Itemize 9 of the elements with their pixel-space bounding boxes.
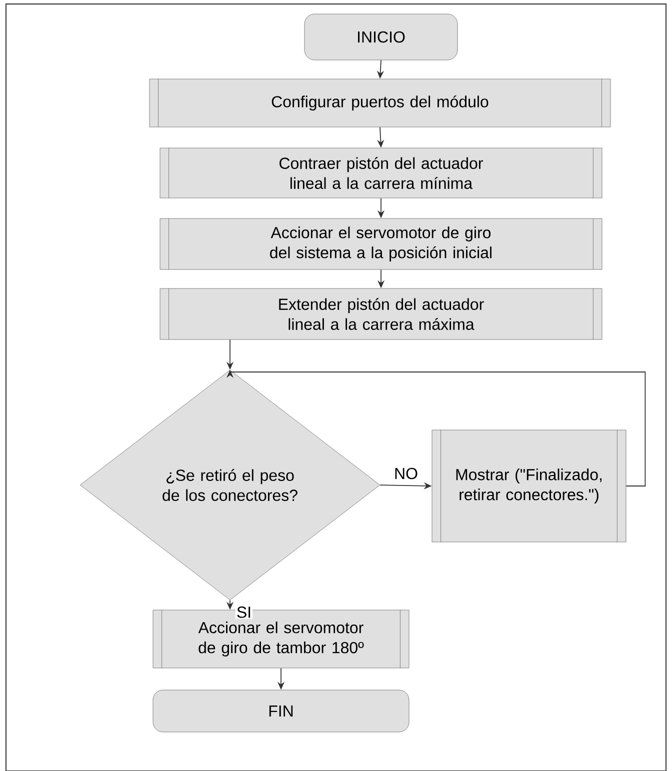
edge-label: NO [393, 466, 419, 480]
process-box: Extender pistón del actuador lineal a la carrera máxima [160, 288, 602, 340]
process-box: Mostrar ("Finalizado, retirar conectores.") [432, 430, 626, 542]
process-box: Accionar el servomotor de giro del sistema a la posición inicial [160, 218, 602, 270]
terminal-box: FIN [152, 690, 410, 732]
process-box: Contraer pistón del actuador lineal a la carrera mínima [160, 148, 602, 198]
terminal-box: INICIO [304, 14, 458, 60]
edge-label: SI [235, 606, 253, 619]
process-box: Configurar puertos del módulo [149, 78, 611, 128]
